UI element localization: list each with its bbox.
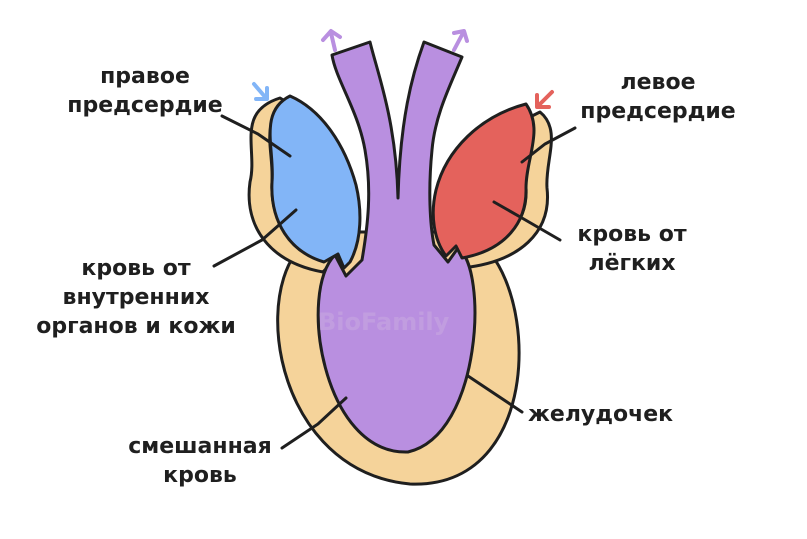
- label-mixed-blood-line-2: кровь: [163, 463, 237, 488]
- label-ventricle-line-1: желудочек: [528, 402, 674, 427]
- label-blood-from-organs-line-1: кровь от: [81, 256, 191, 281]
- leader-ventricle: [466, 374, 524, 414]
- leader-mixed-blood: [280, 396, 348, 450]
- inflow-arrow-left-atrium-icon: [535, 90, 554, 109]
- label-left-atrium-line-1: левое: [620, 70, 696, 95]
- label-ventricle: желудочек: [528, 400, 708, 429]
- label-blood-from-organs-line-3: органов и кожи: [36, 314, 236, 339]
- outflow-arrow-left-icon: [321, 29, 342, 52]
- label-right-atrium-line-1: правое: [100, 64, 190, 89]
- leader-blood-from-lungs: [492, 200, 562, 242]
- label-blood-from-lungs: кровь от лёгких: [562, 220, 702, 278]
- inflow-arrow-right-atrium-icon: [252, 82, 269, 101]
- leader-lines: [212, 114, 577, 450]
- outflow-arrow-right-icon: [452, 29, 469, 52]
- label-mixed-blood: смешанная кровь: [110, 432, 290, 490]
- label-left-atrium-line-2: предсердие: [580, 99, 736, 124]
- leader-blood-from-organs: [212, 208, 298, 268]
- left-atrium: [431, 102, 536, 260]
- watermark: BioFamily: [318, 308, 450, 336]
- label-blood-from-organs-line-2: внутренних: [62, 285, 210, 310]
- label-blood-from-lungs-line-2: лёгких: [588, 251, 676, 276]
- leader-left-atrium: [520, 126, 577, 164]
- leader-right-atrium: [220, 114, 292, 158]
- label-right-atrium-line-2: предсердие: [67, 93, 223, 118]
- right-atrium: [268, 94, 362, 270]
- label-mixed-blood-line-1: смешанная: [128, 434, 272, 459]
- label-blood-from-lungs-line-1: кровь от: [577, 222, 687, 247]
- label-blood-from-organs: кровь от внутренних органов и кожи: [16, 254, 256, 341]
- label-left-atrium: левое предсердие: [568, 68, 748, 126]
- label-right-atrium: правое предсердие: [60, 62, 230, 120]
- ventricle-with-vessels: [316, 40, 477, 454]
